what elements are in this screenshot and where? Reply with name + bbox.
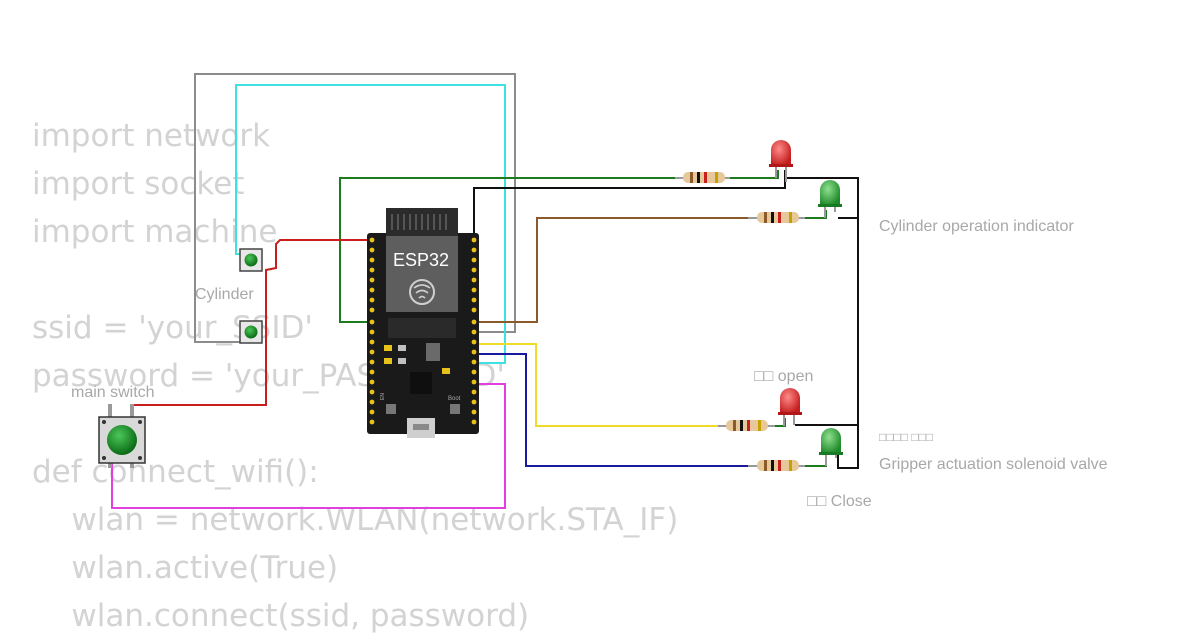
led-red-cylinder — [769, 140, 793, 182]
esp32-board: ESP32 EN Boot — [367, 208, 479, 438]
pushbutton-icon — [244, 325, 258, 339]
pin-header-left — [369, 237, 375, 425]
wire-black-top — [473, 170, 786, 321]
code-line: wlan.active(True) — [32, 550, 339, 586]
resistor-2 — [748, 212, 805, 223]
wire-green-led — [725, 170, 779, 179]
wifi-icon — [409, 279, 435, 305]
code-line: import network — [32, 118, 271, 154]
resistor-1 — [675, 172, 730, 183]
led-icon — [780, 388, 800, 414]
code-line: import machine — [32, 214, 278, 250]
wire-gray — [194, 73, 516, 343]
led-red-gripper — [778, 388, 802, 426]
pin-header-right — [471, 237, 477, 425]
wire-blue — [478, 353, 757, 467]
label-open: □□ open — [754, 368, 814, 385]
resistor-4 — [748, 460, 805, 471]
label-close: □□ Close — [807, 493, 872, 510]
pushbutton-icon — [244, 253, 258, 267]
boot-label: Boot — [448, 396, 461, 402]
wire-green-led2 — [797, 210, 827, 219]
code-line: wlan.connect(ssid, password) — [32, 598, 530, 634]
wire-black-bus3 — [795, 424, 859, 469]
wire-green-led4 — [797, 458, 827, 467]
code-line: password = 'your_PASSWORD' — [32, 358, 505, 394]
wire-magenta — [111, 383, 506, 509]
pushbutton-icon — [107, 425, 137, 455]
code-line: ssid = 'your_SSID' — [32, 310, 313, 346]
wire-brown — [478, 217, 757, 323]
label-main-switch: main switch — [71, 384, 155, 401]
resistor-3 — [718, 420, 775, 431]
led-green-cylinder — [818, 180, 842, 218]
label-korean-note: □□□□ □□□ — [879, 430, 934, 444]
wire-green — [339, 177, 683, 323]
cylinder-switch-top[interactable] — [239, 248, 263, 272]
wire-yellow — [478, 343, 726, 427]
usb-port-icon — [407, 418, 435, 438]
led-icon — [771, 140, 791, 166]
led-icon — [820, 180, 840, 206]
main-switch[interactable] — [98, 404, 146, 468]
wire-cyan — [235, 84, 506, 364]
label-cylinder: Cylinder — [195, 286, 254, 303]
label-cylinder-indicator: Cylinder operation indicator — [879, 218, 1074, 235]
en-label: EN — [380, 393, 386, 400]
wire-red — [131, 239, 370, 418]
led-green-gripper — [819, 428, 843, 466]
cylinder-switch-bottom[interactable] — [239, 320, 263, 344]
label-gripper-valve: Gripper actuation solenoid valve — [879, 456, 1108, 473]
wire-green-led3 — [766, 418, 786, 427]
esp32-label: ESP32 — [393, 250, 449, 270]
led-icon — [821, 428, 841, 454]
